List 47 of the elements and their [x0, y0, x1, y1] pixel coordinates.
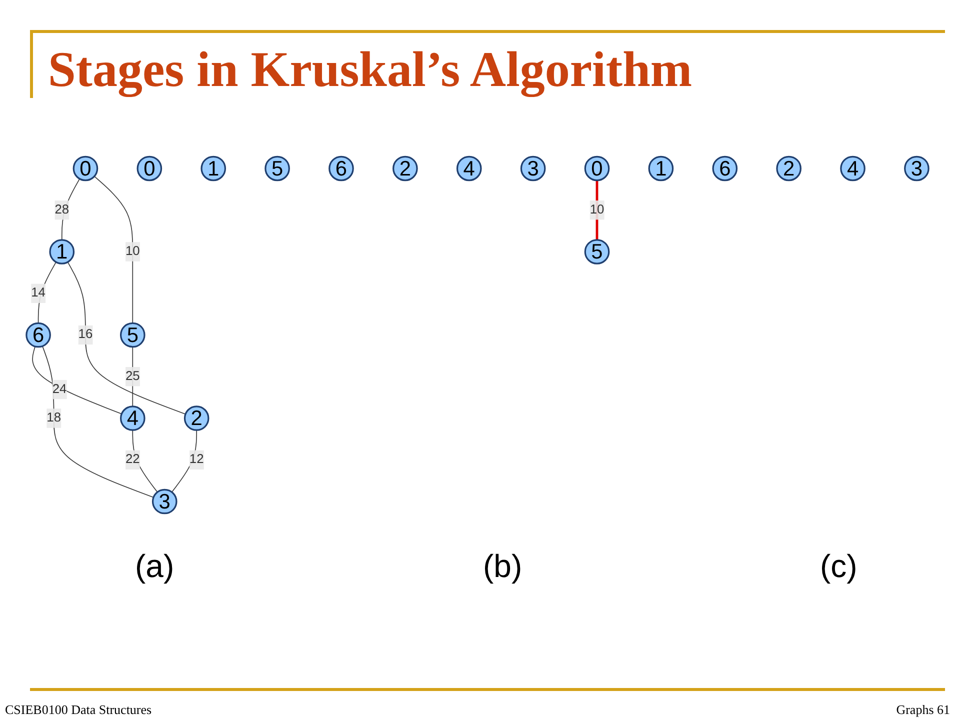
edge-label: 16: [78, 328, 93, 342]
connector: [94, 176, 134, 324]
node-circle: 3: [152, 488, 178, 514]
connector: [171, 430, 197, 492]
connector: [132, 346, 134, 407]
node-circle: 5: [584, 239, 610, 264]
connector: [61, 178, 80, 240]
panel-label: (c): [820, 548, 858, 585]
node-circle: 4: [456, 156, 482, 182]
edge-label: 22: [125, 452, 140, 466]
connector: [38, 262, 56, 324]
node-circle: 6: [712, 156, 738, 182]
node-circle: 1: [49, 239, 75, 264]
edge-label: 10: [590, 202, 604, 217]
node-circle: 6: [328, 156, 354, 182]
footer-text: CSIEB0100 Data Structures: [5, 702, 152, 718]
node-circle: 1: [200, 156, 226, 182]
edge-label: 28: [54, 202, 70, 217]
edge-label: 12: [189, 452, 204, 466]
panel-label: (b): [483, 548, 522, 585]
node-circle: 0: [584, 156, 610, 182]
node-circle: 2: [392, 156, 418, 182]
node-circle: 2: [776, 156, 802, 182]
node-circle: 5: [264, 156, 290, 182]
node-circle: 5: [120, 322, 146, 348]
node-circle: 2: [184, 406, 210, 431]
node-circle: 0: [72, 156, 98, 182]
node-circle: 6: [26, 322, 51, 348]
slide-title: Stages in Kruskal’s Algorithm: [48, 40, 692, 98]
node-circle: 4: [120, 406, 146, 431]
node-circle: 3: [520, 156, 546, 182]
page-number: Graphs 61: [896, 702, 950, 718]
connector: [42, 346, 154, 498]
node-circle: 1: [648, 156, 674, 182]
connector: [596, 180, 598, 240]
edge-label: 25: [125, 369, 140, 384]
edge-label: 10: [125, 244, 140, 258]
edge-label: 18: [46, 411, 61, 425]
node-circle: 3: [904, 156, 930, 182]
edge-label: 14: [31, 286, 46, 300]
node-circle: 0: [136, 156, 162, 182]
node-circle: 4: [840, 156, 866, 182]
panel-label: (a): [135, 548, 174, 585]
edge-label: 24: [52, 382, 67, 396]
connector: [32, 346, 122, 414]
connector: [67, 262, 186, 414]
connector: [132, 430, 158, 492]
